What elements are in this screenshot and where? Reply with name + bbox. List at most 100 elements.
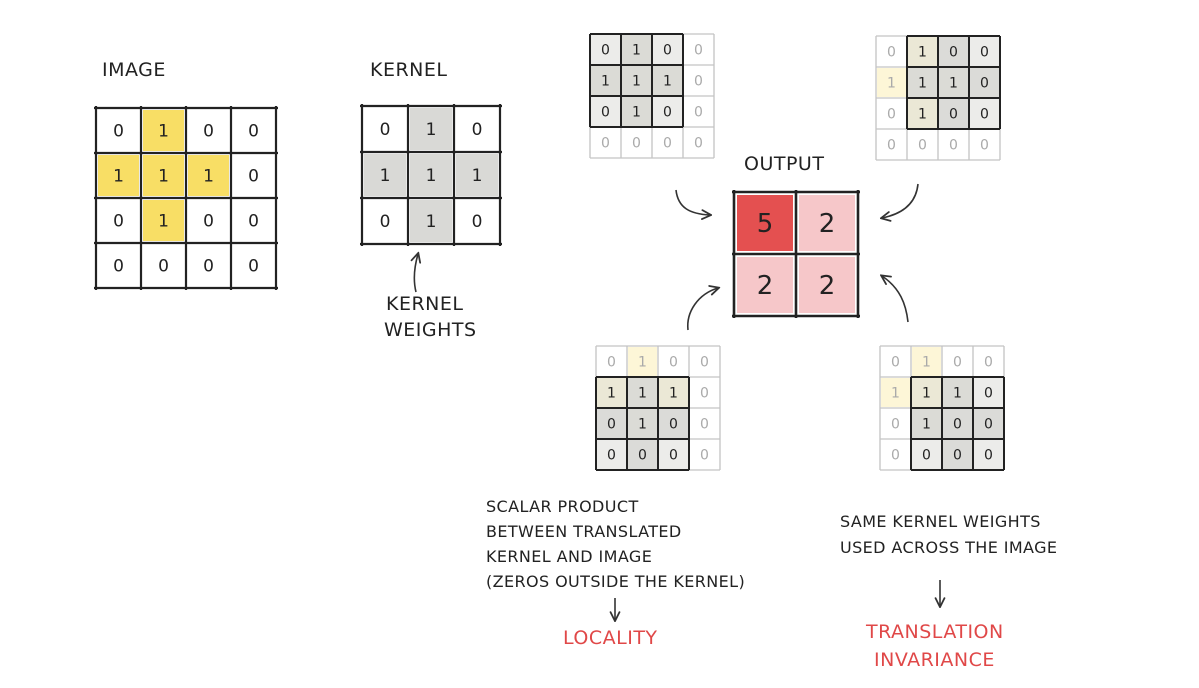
output-title: OUTPUT xyxy=(744,153,824,175)
mini-kernel-cell xyxy=(659,409,688,438)
arrow-from-top-right xyxy=(882,183,919,218)
image-cell-value: 0 xyxy=(203,122,214,142)
mini-cell-value: 0 xyxy=(980,138,989,154)
mini-cell-value: 0 xyxy=(601,105,610,121)
mini-cell-value: 0 xyxy=(601,43,610,59)
mini-kernel-cell xyxy=(974,378,1003,407)
kernel-cell-value: 0 xyxy=(380,120,391,140)
kernel-cell-value: 1 xyxy=(426,166,437,186)
image-title: IMAGE xyxy=(102,59,166,81)
image-cell-value: 0 xyxy=(113,257,124,277)
mini-cell-value: 0 xyxy=(694,105,703,121)
arrow-from-top-left xyxy=(675,189,710,215)
mini-cell-value: 1 xyxy=(632,43,641,59)
kernel-cell-value: 0 xyxy=(472,120,483,140)
mini-kernel-cell xyxy=(939,68,968,97)
mini-cell-value: 1 xyxy=(918,45,927,61)
kernel-weight-fill xyxy=(364,154,406,196)
mini-kernel-cell xyxy=(597,409,626,438)
kernel-cell-value: 1 xyxy=(472,166,483,186)
mini-kernel-cell xyxy=(970,68,999,97)
mini-cell-value: 0 xyxy=(700,355,709,371)
mini-cell-value: 0 xyxy=(669,355,678,371)
image-highlight xyxy=(188,155,229,196)
image-cell-value: 1 xyxy=(158,167,169,187)
mini-kernel-cell xyxy=(597,440,626,469)
mini-kernel-cell xyxy=(653,35,682,64)
image-cell-value: 0 xyxy=(248,167,259,187)
mini-cell-value: 0 xyxy=(918,138,927,154)
mini-kernel-cell xyxy=(912,409,941,438)
kernel-cell-value: 0 xyxy=(380,212,391,232)
invariance-note-line-2: USED ACROSS THE IMAGE xyxy=(840,538,1057,557)
mini-kernel-cell xyxy=(912,440,941,469)
mini-cell-value: 0 xyxy=(700,448,709,464)
mini-cell-value: 1 xyxy=(887,76,896,92)
translation-label-line-2: INVARIANCE xyxy=(874,649,995,671)
locality-note-line-2: BETWEEN TRANSLATED xyxy=(486,522,682,541)
mini-kernel-cell xyxy=(622,97,651,126)
mini-cell-value: 1 xyxy=(669,386,678,402)
image-cell-value: 0 xyxy=(203,212,214,232)
mini-cell-value: 1 xyxy=(638,386,647,402)
output-cell-value: 2 xyxy=(757,271,774,301)
mini-kernel-cell xyxy=(591,66,620,95)
image-cell-value: 0 xyxy=(248,257,259,277)
mini-cell-value: 1 xyxy=(891,386,900,402)
image-cell-value: 0 xyxy=(113,122,124,142)
mini-kernel-cell xyxy=(591,97,620,126)
mini-cell-value: 1 xyxy=(607,386,616,402)
kernel-weight-fill xyxy=(456,154,498,196)
mini-cell-value: 0 xyxy=(700,386,709,402)
kernel-cell-value: 1 xyxy=(426,120,437,140)
image-cell-value: 1 xyxy=(203,167,214,187)
image-cell-value: 0 xyxy=(248,212,259,232)
mini-kernel-cell xyxy=(659,378,688,407)
image-cell-value: 0 xyxy=(248,122,259,142)
mini-cell-value: 0 xyxy=(891,355,900,371)
mini-kernel-cell xyxy=(939,99,968,128)
mini-cell-value: 1 xyxy=(918,107,927,123)
mini-cell-value: 1 xyxy=(953,386,962,402)
mini-cell-value: 1 xyxy=(638,355,647,371)
mini-cell-value: 0 xyxy=(669,448,678,464)
mini-cell-value: 1 xyxy=(918,76,927,92)
arrow-from-bottom-left xyxy=(687,288,718,331)
output-cell-fill xyxy=(737,195,793,251)
mini-kernel-cell xyxy=(974,440,1003,469)
mini-cell-value: 0 xyxy=(949,138,958,154)
mini-kernel-cell xyxy=(908,68,937,97)
mini-cell-value: 0 xyxy=(887,107,896,123)
mini-kernel-cell xyxy=(628,378,657,407)
kernel-weight-fill xyxy=(410,200,452,242)
mini-cell-value: 0 xyxy=(984,448,993,464)
mini-image-highlight xyxy=(628,347,657,376)
mini-image-highlight xyxy=(912,347,941,376)
invariance-note-line-1: SAME KERNEL WEIGHTS xyxy=(840,512,1041,531)
mini-cell-value: 0 xyxy=(669,417,678,433)
mini-cell-value: 0 xyxy=(663,105,672,121)
locality-note-line-1: SCALAR PRODUCT xyxy=(486,497,639,516)
mini-cell-value: 0 xyxy=(891,417,900,433)
mini-kernel-cell xyxy=(970,99,999,128)
kernel-title: KERNEL xyxy=(370,59,447,81)
mini-cell-value: 1 xyxy=(663,74,672,90)
mini-cell-value: 0 xyxy=(607,417,616,433)
locality-note-line-3: KERNEL AND IMAGE xyxy=(486,547,652,566)
kernel-cell-value: 1 xyxy=(380,166,391,186)
mini-cell-value: 0 xyxy=(632,136,641,152)
mini-kernel-cell xyxy=(943,409,972,438)
image-highlight xyxy=(98,155,139,196)
kernel-cell-value: 1 xyxy=(426,212,437,232)
locality-note-line-4: (ZEROS OUTSIDE THE KERNEL) xyxy=(486,572,745,591)
mini-cell-value: 0 xyxy=(607,448,616,464)
mini-cell-value: 0 xyxy=(887,138,896,154)
locality-label: LOCALITY xyxy=(563,627,658,649)
mini-cell-value: 0 xyxy=(891,448,900,464)
output-cell-fill xyxy=(799,257,855,313)
mini-image-highlight xyxy=(877,68,906,97)
mini-kernel-cell xyxy=(628,440,657,469)
mini-cell-value: 0 xyxy=(887,45,896,61)
